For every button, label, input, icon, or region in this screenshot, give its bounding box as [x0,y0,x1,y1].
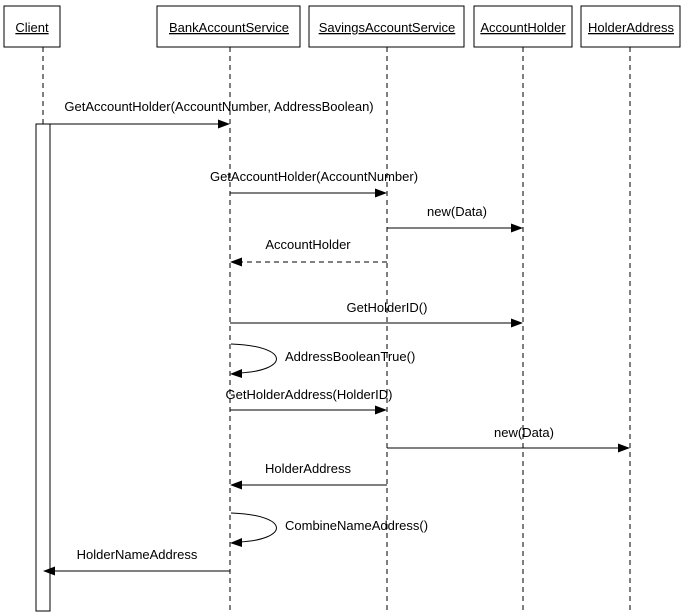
message-10-self: CombineNameAddress() [230,512,428,547]
message-label: GetAccountHolder(AccountNumber) [210,169,418,184]
participant-box [156,5,301,48]
message-label: GetHolderAddress(HolderID) [226,387,393,402]
message-7: GetHolderAddress(HolderID) [226,387,393,415]
arrowhead [230,257,242,267]
message-label: GetHolderID() [347,300,428,315]
arrowhead [511,223,523,233]
message-label: HolderNameAddress [77,547,198,562]
participant-account-holder: AccountHolder [473,5,573,48]
participant-box [3,5,61,48]
message-5: GetHolderID() [230,300,523,328]
participant-label: BankAccountService [169,20,289,35]
message-label: AddressBooleanTrue() [285,349,415,364]
message-label: CombineNameAddress() [285,518,428,533]
participant-holder-address: HolderAddress [580,5,681,48]
message-11: HolderNameAddress [43,547,230,576]
participant-label: HolderAddress [588,20,674,35]
arrowhead [375,188,387,198]
arrowhead [230,480,242,490]
message-6-self: AddressBooleanTrue() [230,343,415,378]
message-label: GetAccountHolder(AccountNumber, AddressB… [64,99,373,114]
participant-label: AccountHolder [480,20,566,35]
message-label: new(Data) [494,425,554,440]
participant-label: SavingsAccountService [319,20,456,35]
arrowhead [375,405,387,415]
message-1: GetAccountHolder(AccountNumber, AddressB… [50,99,374,129]
message-4: AccountHolder [230,237,387,267]
arrowhead [43,566,55,576]
arrowhead [511,318,523,328]
participant-savings-account-service: SavingsAccountService [308,5,465,48]
participant-box [308,5,465,48]
message-label: HolderAddress [265,461,351,476]
message-2: GetAccountHolder(AccountNumber) [210,169,418,198]
arrowhead [230,538,242,547]
message-label: AccountHolder [265,237,351,252]
participant-client: Client [3,5,61,48]
participant-bank-account-service: BankAccountService [156,5,301,48]
participant-box [473,5,573,48]
activation-bar-client [35,123,51,612]
message-3: new(Data) [387,204,523,233]
arrowhead [618,443,630,453]
arrowhead [218,119,230,129]
message-9: HolderAddress [230,461,387,490]
message-8: new(Data) [387,425,630,453]
message-label: new(Data) [427,204,487,219]
arrowhead [230,369,242,378]
participant-label: Client [15,20,49,35]
